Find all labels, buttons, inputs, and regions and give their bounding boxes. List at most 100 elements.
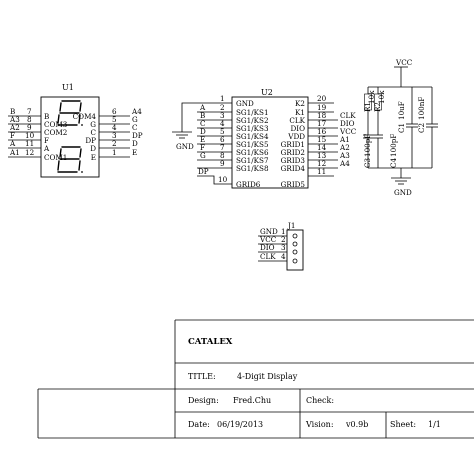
u2-right-pin-num: 13 — [317, 151, 327, 160]
r2-ref: R2 — [373, 102, 382, 112]
u2-right-pin-num: 11 — [317, 167, 326, 176]
u1-left-pin-name: F — [44, 136, 49, 145]
u2-right-signal: DIO — [340, 119, 355, 128]
u1-left-pin-num: 10 — [25, 131, 35, 140]
u1-right-pin-num: 5 — [112, 115, 117, 124]
u1-left-pin-name: COM2 — [44, 128, 67, 137]
u1-right-signal: DP — [132, 131, 143, 140]
j1-pin-num: 1 — [281, 227, 286, 236]
u1-right-pin-num: 6 — [112, 107, 117, 116]
u1-left-signal: A1 — [9, 148, 20, 157]
u1-right-pin-name: C — [91, 128, 97, 137]
gnd-caps-label: GND — [394, 188, 412, 197]
r1-value: 10k — [367, 90, 376, 104]
u1-left-signal: A3 — [9, 115, 20, 124]
u2-right-pin-name: K1 — [295, 108, 305, 117]
u1-left-pin-name: COM1 — [44, 153, 67, 162]
u2-left-pin-num: 7 — [220, 143, 225, 152]
u2-left-pin-num: 6 — [220, 135, 225, 144]
design-label: Design: — [188, 396, 219, 405]
u2-left-signal: C — [200, 119, 206, 128]
j1-connector: J1 GND VCC DIO CLK 1 2 3 4 — [258, 221, 304, 271]
j1-pin-num: 3 — [281, 243, 286, 252]
u2-left-signal: A — [199, 103, 206, 112]
u2-left-signal: B — [200, 111, 205, 120]
u2-left-pin-name: SG1/KS6 — [236, 148, 269, 157]
u1-left-signal: A2 — [9, 123, 20, 132]
design-value: Fred.Chu — [233, 396, 271, 405]
u1-body — [40, 96, 100, 178]
company-name: CATALEX — [188, 337, 233, 347]
u2-right-signal: CLK — [340, 111, 356, 120]
u2-right-pin-name: DIO — [291, 124, 306, 133]
sheet-value: 1/1 — [428, 420, 441, 429]
c2-ref: C2 — [417, 123, 426, 133]
u1-left-pin-name: A — [43, 144, 50, 153]
u2-right-pin-name: GRID1 — [281, 140, 305, 149]
u2-left-signal: D — [200, 127, 206, 136]
u2-gnd-label: GND — [176, 142, 194, 151]
u2-left-signal: DP — [198, 167, 209, 176]
u1-left-signal: F — [10, 131, 15, 140]
u2-right-pin-name: GRID4 — [281, 164, 306, 173]
u1-right-pin-name: G — [90, 120, 96, 129]
u2-left-pin-name: SG1/KS7 — [236, 156, 269, 165]
c1-value: 10uF — [397, 101, 406, 120]
u1-left-pin-name: B — [44, 112, 49, 121]
u2-left-pin-name: SG1/KS5 — [236, 140, 269, 149]
u1-right-pin-num: 3 — [112, 131, 117, 140]
u1-left-signal: A — [9, 139, 16, 148]
vision-value: v0.9b — [345, 420, 368, 429]
u2-left-pin-num: 5 — [220, 127, 225, 136]
u2-right-pin-num: 20 — [317, 94, 327, 103]
u2-left-pin-num: 10 — [218, 175, 228, 184]
u1-left-pin-num: 9 — [27, 123, 32, 132]
j1-signal: GND — [260, 227, 278, 236]
c4-ref: C4 — [389, 158, 398, 168]
u2-left-signal: E — [200, 135, 205, 144]
u1-right-pin-num: 4 — [112, 123, 117, 132]
u2-gnd-net: GND — [172, 102, 232, 151]
u1-right-pin-name: D — [90, 144, 96, 153]
u1-right-signal: D — [132, 139, 138, 148]
u2-left-pin-num: 8 — [220, 151, 225, 160]
u1-left-pin-num: 11 — [25, 139, 34, 148]
u2-left-pin-name: GRID6 — [236, 180, 261, 189]
u2-left-pin-name: SG1/KS8 — [236, 164, 269, 173]
u1-right-signal: C — [132, 123, 138, 132]
u2-right-pin-num: 18 — [317, 111, 327, 120]
title-block: CATALEX TITLE: 4-Digit Display Design: F… — [37, 319, 474, 439]
u2-right-pin-name: VDD — [287, 132, 305, 141]
u1-left-pin-name: COM3 — [44, 120, 68, 129]
r1-ref: R1 — [363, 102, 372, 112]
u2-right-pin-num: 12 — [317, 159, 326, 168]
u2-right-pin-num: 14 — [317, 143, 327, 152]
u1-right-pins: 6 5 4 3 2 1 A4 G C DP D E COM4 G C DP D … — [73, 107, 143, 162]
u2-left-pin-name: SG1/KS1 — [236, 108, 269, 117]
u2-left-pin-num: 3 — [220, 111, 225, 120]
u1-left-pins: B A3 A2 F A A1 7 8 9 10 11 12 B COM3 COM… — [8, 107, 68, 162]
j1-ref: J1 — [287, 221, 295, 230]
check-label: Check: — [306, 396, 334, 405]
u2-left-pin-name: GND — [236, 99, 254, 108]
u2-right-signal: A4 — [339, 159, 350, 168]
date-value: 06/19/2013 — [217, 420, 263, 429]
support-network: VCC R1 10k R2 10k C3 100pF C4 100pF — [363, 58, 438, 197]
u2-left-pin-num: 2 — [220, 103, 225, 112]
u2-left-pin-num: 4 — [220, 119, 225, 128]
u2-right-pin-num: 17 — [317, 119, 327, 128]
u2-ref: U2 — [261, 88, 273, 97]
j1-body — [286, 229, 304, 271]
u2-right-pin-num: 19 — [317, 103, 327, 112]
u2-right-pin-name: K2 — [295, 99, 305, 108]
u2-right-pin-num: 16 — [317, 127, 327, 136]
u1-right-pin-name: COM4 — [73, 112, 97, 121]
j1-signal: DIO — [260, 243, 275, 252]
u2-right-pin-name: GRID5 — [281, 180, 306, 189]
u2-right-signal: VCC — [339, 127, 357, 136]
u1-right-pin-num: 1 — [112, 148, 117, 157]
u1-left-pin-num: 8 — [27, 115, 32, 124]
u1-right-pin-num: 2 — [112, 139, 117, 148]
u1-right-signal: E — [132, 148, 137, 157]
